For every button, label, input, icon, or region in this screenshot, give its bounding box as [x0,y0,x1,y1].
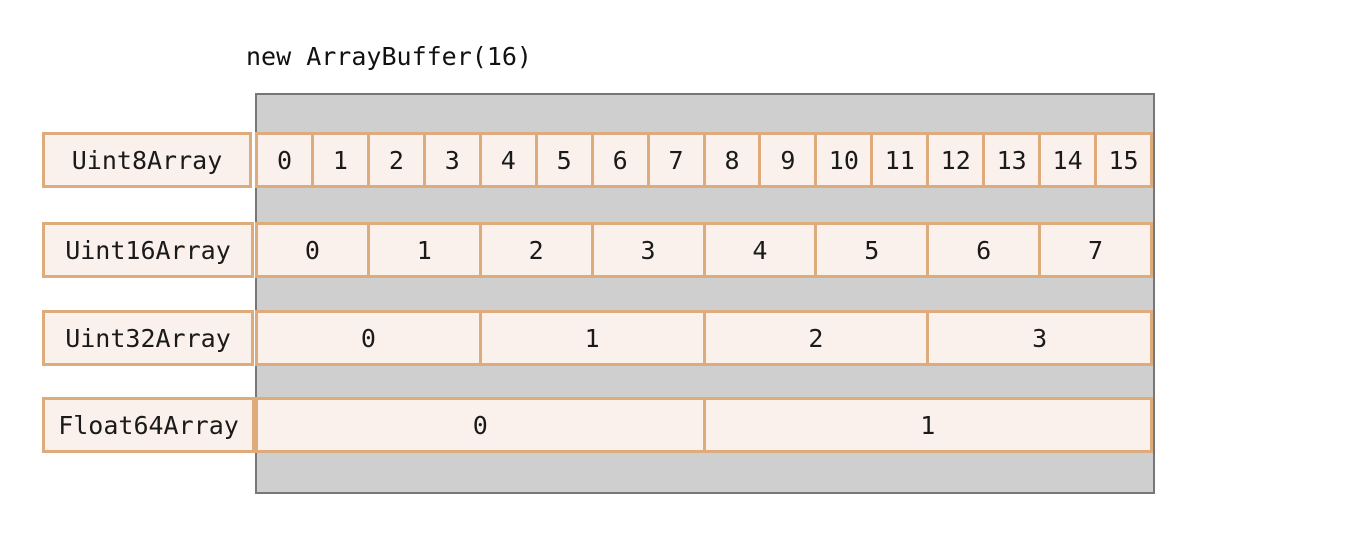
row-label-uint32array: Uint32Array [42,310,254,366]
cell: 1 [310,132,370,188]
cell: 12 [926,132,986,188]
cell: 2 [478,222,594,278]
cell: 4 [478,132,538,188]
cell: 7 [646,132,706,188]
cells-uint16array: 0 1 2 3 4 5 6 7 [255,222,1153,278]
cell: 10 [814,132,874,188]
row-label-uint16array: Uint16Array [42,222,254,278]
cell: 6 [590,132,650,188]
cell: 3 [422,132,482,188]
cells-uint32array: 0 1 2 3 [255,310,1153,366]
row-label-float64array: Float64Array [42,397,255,453]
cell: 3 [590,222,706,278]
cell: 7 [1038,222,1153,278]
cell: 0 [255,132,314,188]
diagram-title: new ArrayBuffer(16) [246,42,532,71]
cell: 2 [366,132,426,188]
cell: 8 [702,132,762,188]
cell: 9 [758,132,818,188]
cell: 13 [982,132,1042,188]
cell: 6 [926,222,1042,278]
cell: 1 [366,222,482,278]
cell: 1 [478,310,706,366]
cell: 5 [534,132,594,188]
cell: 0 [255,310,482,366]
cell: 0 [255,397,706,453]
cell: 2 [702,310,930,366]
cell: 3 [926,310,1153,366]
cell: 0 [255,222,370,278]
cell: 4 [702,222,818,278]
cell: 15 [1094,132,1153,188]
cell: 1 [702,397,1153,453]
cell: 5 [814,222,930,278]
cell: 11 [870,132,930,188]
cell: 14 [1038,132,1098,188]
cells-float64array: 0 1 [255,397,1153,453]
row-label-uint8array: Uint8Array [42,132,252,188]
cells-uint8array: 0 1 2 3 4 5 6 7 8 9 10 11 12 13 14 15 [255,132,1153,188]
